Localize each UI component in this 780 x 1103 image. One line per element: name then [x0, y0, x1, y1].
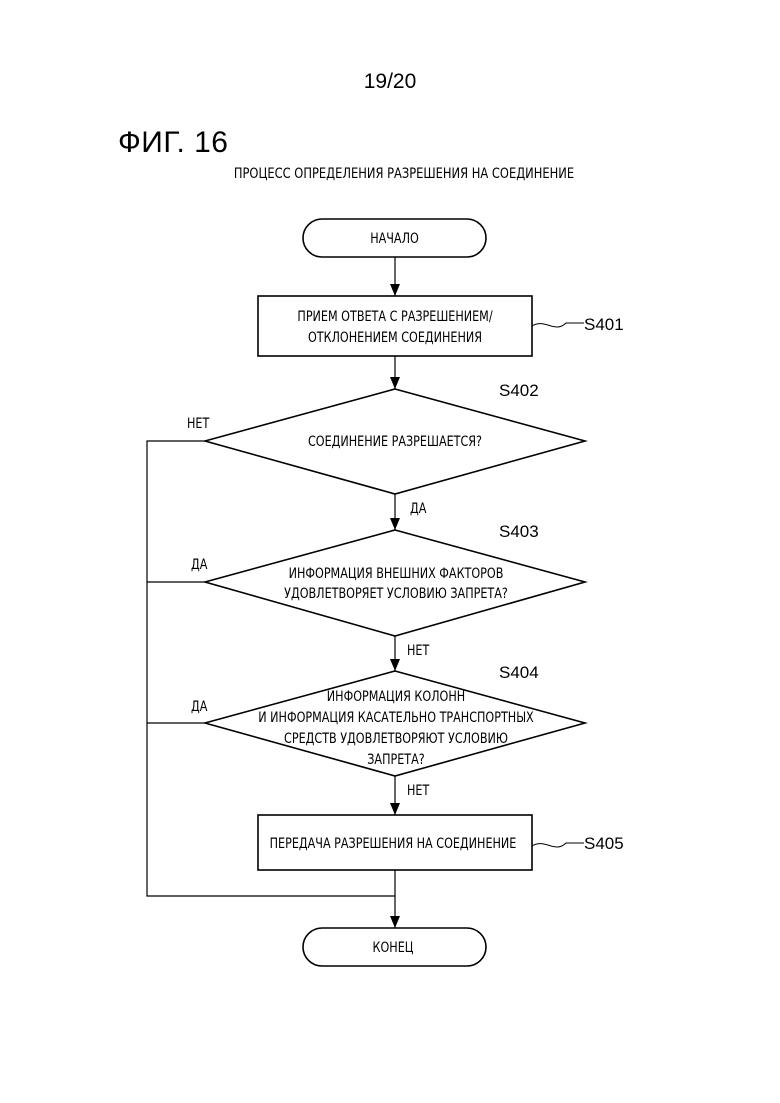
s405-text-line-1: ПЕРЕДАЧА РАЗРЕШЕНИЯ НА СОЕДИНЕНИЕ: [270, 835, 517, 852]
decision-s403: [205, 530, 585, 636]
arrow-head: [390, 377, 400, 389]
s404-no-label: НЕТ: [407, 782, 430, 799]
s402-step-label: S402: [499, 381, 539, 400]
s401-leader-line: [532, 323, 584, 327]
s402-text-line-1: СОЕДИНЕНИЕ РАЗРЕШАЕТСЯ?: [308, 433, 482, 450]
s402-yes-label: ДА: [410, 500, 427, 517]
s401-text-line-1: ПРИЕМ ОТВЕТА С РАЗРЕШЕНИЕМ/: [297, 308, 493, 325]
arrow-head: [390, 803, 400, 815]
arrow-head: [390, 518, 400, 530]
s402-no-label: НЕТ: [187, 415, 210, 432]
s403-no-label: НЕТ: [407, 642, 430, 659]
s404-text-line-1: ИНФОРМАЦИЯ КОЛОНН: [327, 688, 465, 705]
s401-step-label: S401: [584, 315, 624, 334]
s404-text-line-3: СРЕДСТВ УДОВЛЕТВОРЯЮТ УСЛОВИЮ: [284, 730, 508, 747]
s401-text-line-2: ОТКЛОНЕНИЕМ СОЕДИНЕНИЯ: [308, 329, 482, 346]
process-box-s401: [258, 296, 532, 356]
arrow-head: [390, 284, 400, 296]
s403-text-line-1: ИНФОРМАЦИЯ ВНЕШНИХ ФАКТОРОВ: [289, 565, 504, 582]
s404-yes-label: ДА: [191, 698, 208, 715]
arrow-head: [390, 916, 400, 928]
s404-text-line-2: И ИНФОРМАЦИЯ КАСАТЕЛЬНО ТРАНСПОРТНЫХ: [258, 709, 534, 726]
start-label: НАЧАЛО: [370, 230, 419, 247]
arrow-head: [390, 659, 400, 671]
s403-text-line-2: УДОВЛЕТВОРЯЕТ УСЛОВИЮ ЗАПРЕТА?: [284, 585, 508, 602]
s405-leader-line: [532, 843, 584, 847]
s404-step-label: S404: [499, 663, 539, 682]
end-label: КОНЕЦ: [373, 939, 414, 956]
s405-step-label: S405: [584, 834, 624, 853]
s404-text-line-4: ЗАПРЕТА?: [367, 751, 424, 768]
s403-yes-label: ДА: [191, 556, 208, 573]
s403-step-label: S403: [499, 522, 539, 541]
